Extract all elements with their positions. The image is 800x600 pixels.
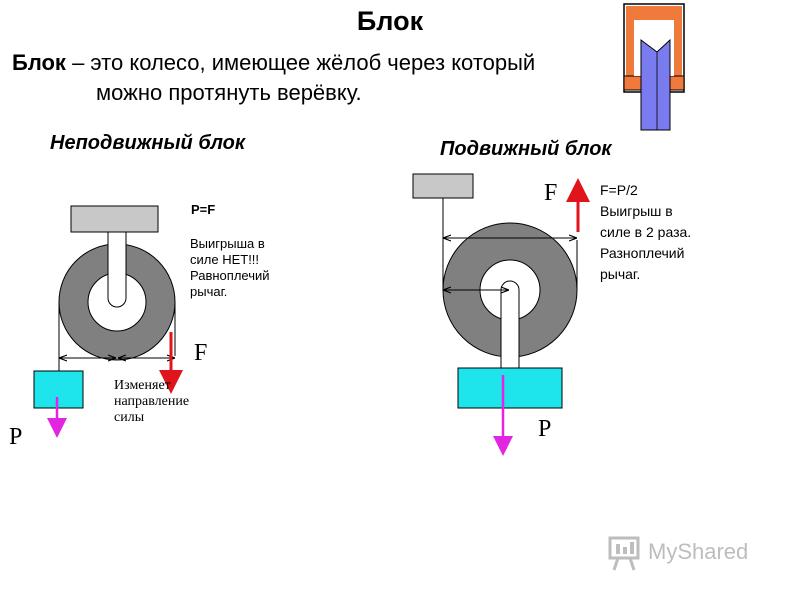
movable-axle-bar xyxy=(500,280,520,369)
page-title: Блок xyxy=(356,6,424,36)
fixed-pulley xyxy=(33,205,183,438)
movable-support xyxy=(412,173,474,199)
direction-note: Изменяет направление силы xyxy=(114,378,190,425)
definition-line1: – это колесо, имеющее жёлоб через которы… xyxy=(65,50,536,75)
presentation-board-icon xyxy=(608,536,640,571)
fixed-axle-bar xyxy=(107,231,127,308)
movable-block-note: F=P/2 Выигрыш в силе в 2 раза. Разноплеч… xyxy=(600,180,704,285)
movable-load xyxy=(457,367,563,409)
movable-block-heading: Подвижный блок xyxy=(440,138,612,160)
watermark: MyShared xyxy=(606,534,776,574)
fixed-load xyxy=(33,370,84,409)
movable-pulley xyxy=(412,173,590,456)
definition-term: Блок xyxy=(12,50,66,75)
fixed-force-label: F xyxy=(194,340,208,366)
fixed-block-note: Выигрыша в силе НЕТ!!! Равноплечий рычаг… xyxy=(190,236,270,299)
movable-force-label: F xyxy=(544,180,558,206)
fixed-block-heading: Неподвижный блок xyxy=(50,132,245,154)
groove-wheel-illustration xyxy=(623,3,685,131)
movable-weight-label: P xyxy=(538,416,552,442)
fixed-weight-label: P xyxy=(9,424,23,450)
definition-line2: можно протянуть верёвку. xyxy=(96,80,362,105)
fixed-formula: P=F xyxy=(191,202,216,217)
watermark-text: MyShared xyxy=(648,539,749,564)
definition-text: Блок – это колесо, имеющее жёлоб через к… xyxy=(12,48,612,108)
fixed-support xyxy=(70,205,159,233)
